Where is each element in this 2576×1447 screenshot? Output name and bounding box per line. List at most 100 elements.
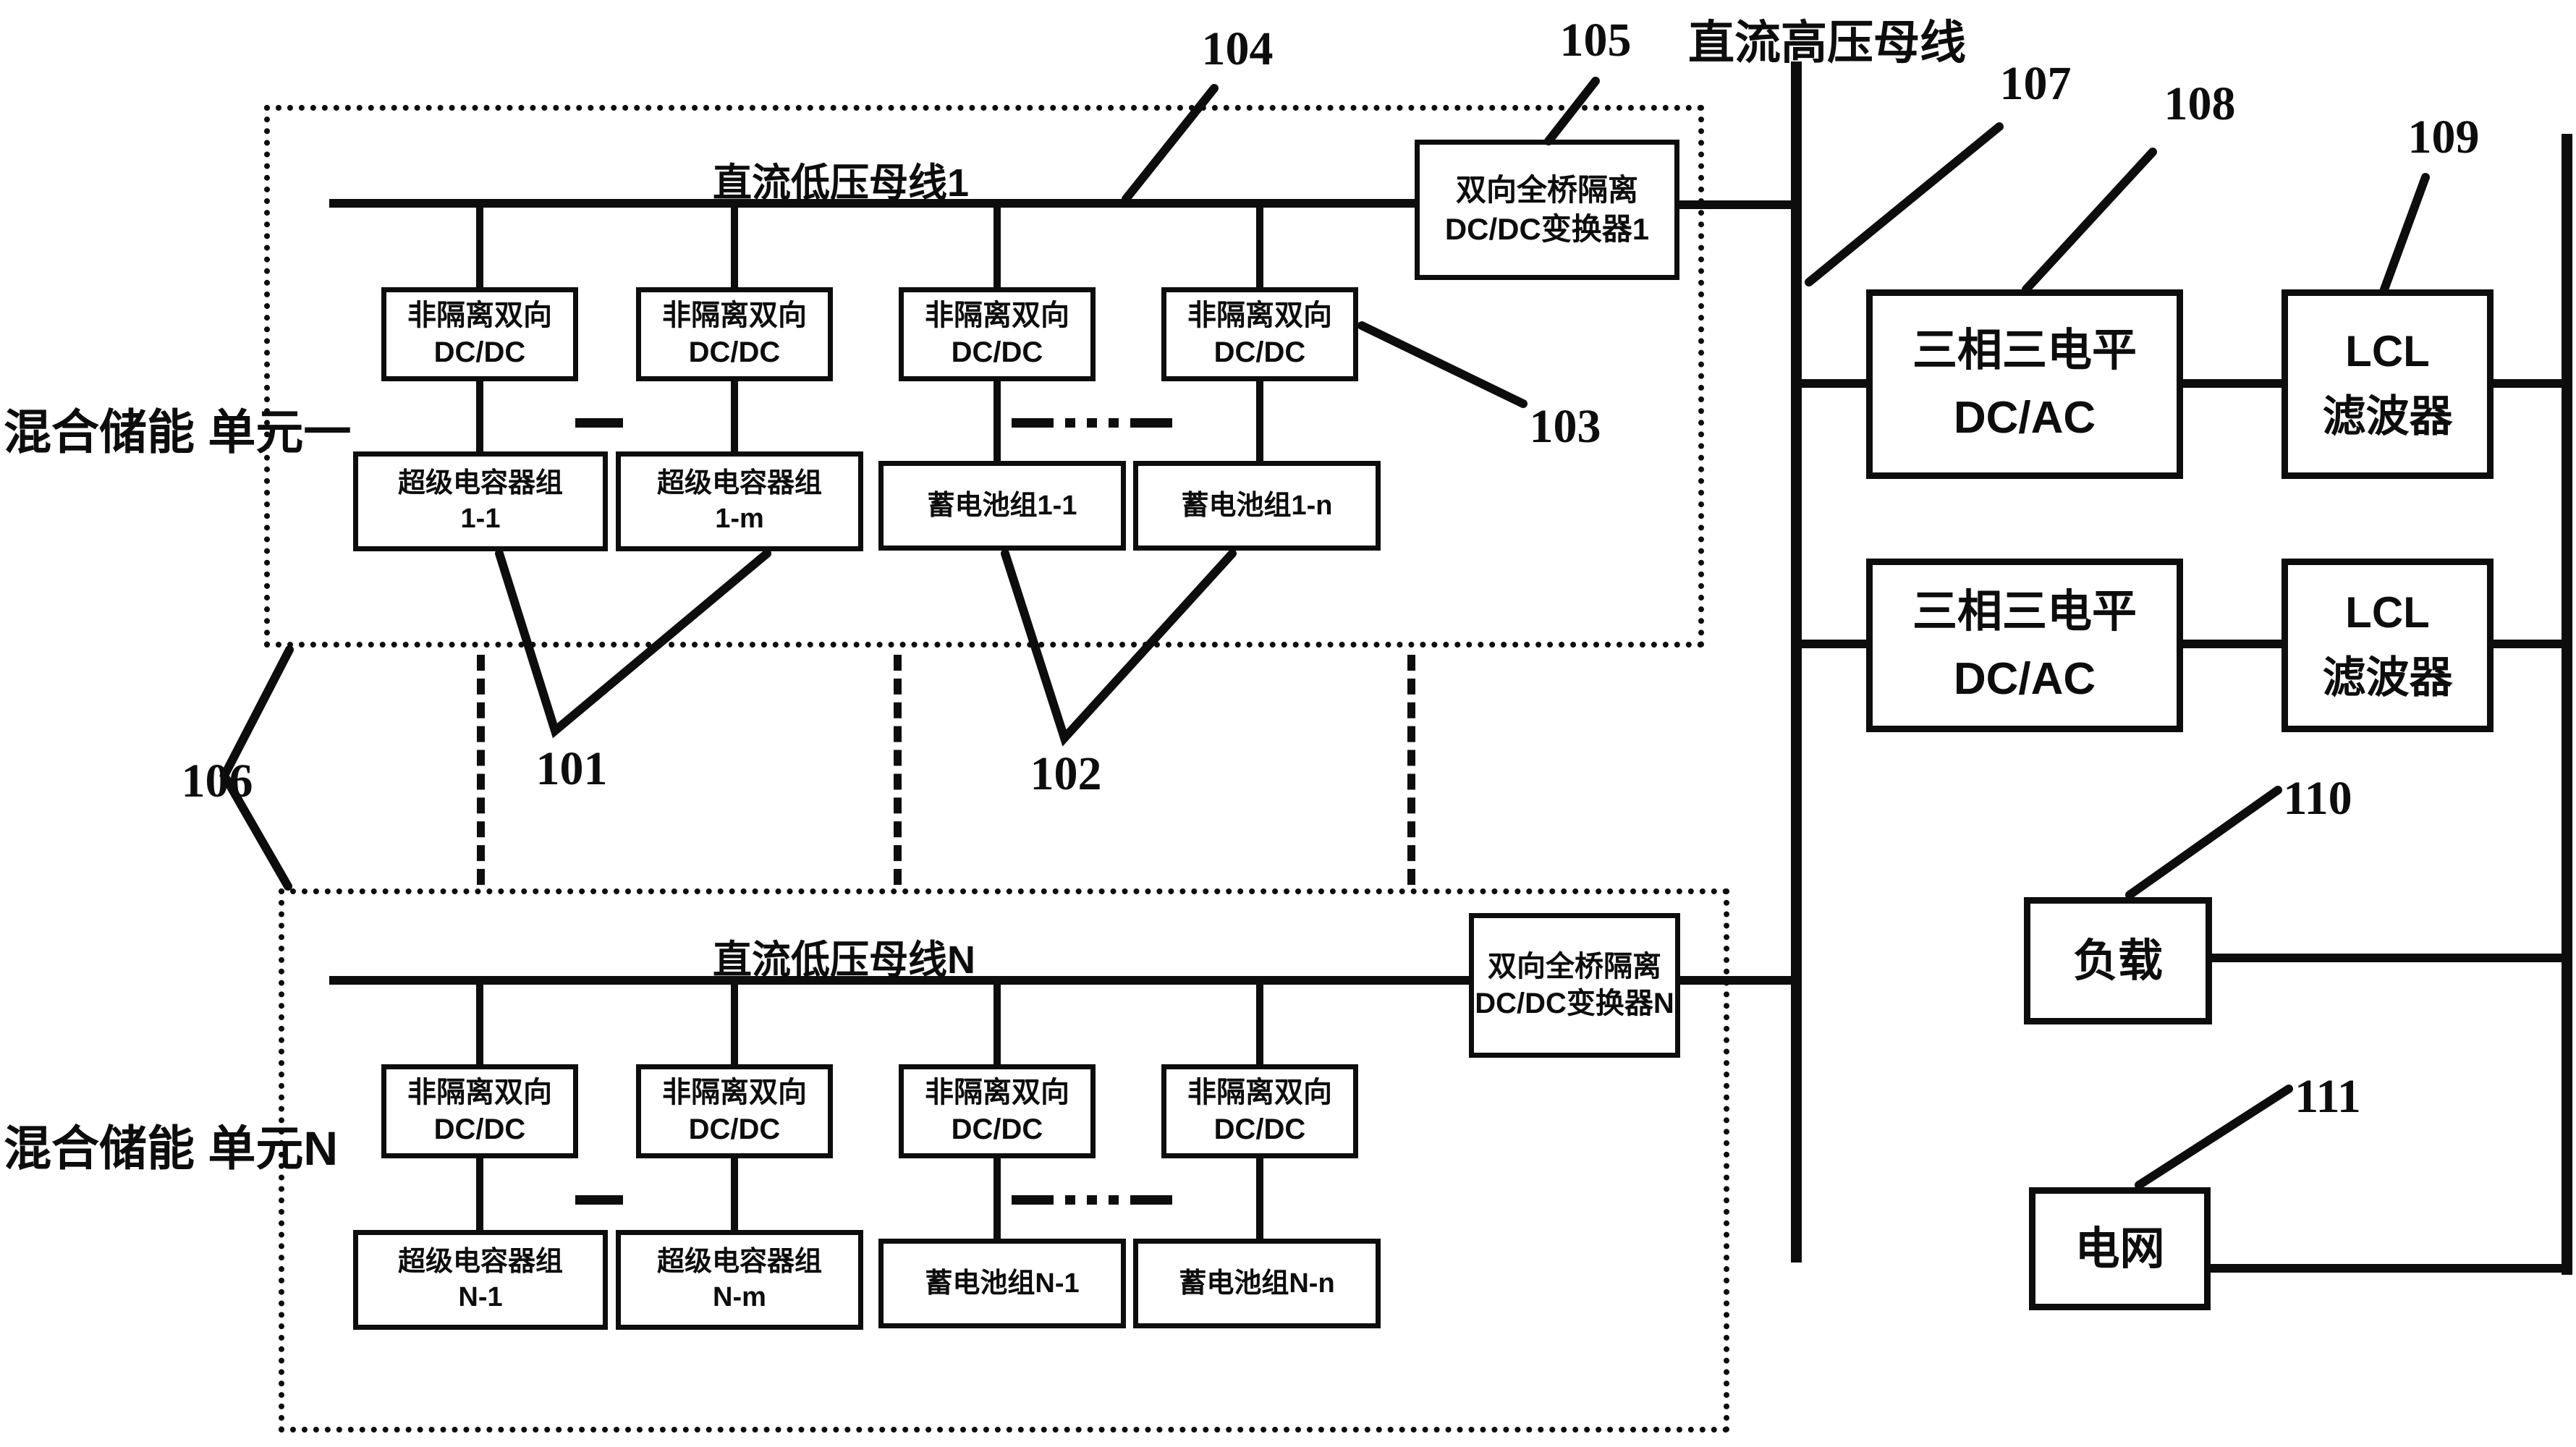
unit1-supercap1-line2: 1-1 [460,504,501,534]
unit1-supercap-box-2: 超级电容器组 1-m [616,451,863,551]
unit-continuation-dash-right [1407,655,1415,885]
ref-108: 108 [2164,77,2236,130]
unitN-supercap1-line1: 超级电容器组 [397,1247,563,1278]
unitN-storage-link-1 [476,1157,483,1231]
ref-105: 105 [1559,14,1632,67]
unit1-storage-link-4 [1256,380,1263,462]
unitN-dcdc4-line2: DC/DC [1213,1113,1306,1145]
unit1-bus-drop-1 [476,208,483,289]
unit1-battery-box-1: 蓄电池组1-1 [878,461,1126,551]
unit1-dcdc3-line1: 非隔离双向 [925,299,1069,331]
ref-107: 107 [1999,57,2072,110]
lcl1-line1: LCL [2345,327,2430,375]
grid-label: 电网 [2075,1223,2165,1274]
dcac-box-1: 三相三电平 DC/AC [1866,289,2183,479]
grid-to-acbus [2209,1264,2563,1273]
unit1-dcdc-box-4: 非隔离双向 DC/DC [1161,287,1358,381]
unit1-side-label: 混合储能 单元一 [4,398,351,467]
unit1-converter-to-hvbus [1677,200,1793,209]
unit-continuation-dash-left [477,655,485,885]
unit1-storage-link-3 [993,380,1001,462]
unitN-storage-link-4 [1256,1157,1263,1240]
unitN-supercap-box-2: 超级电容器组 N-m [616,1230,863,1330]
unit1-dashdot-dot-3 [1109,418,1119,428]
dcac2-line2: DC/AC [1953,654,2096,704]
ref-102: 102 [1030,747,1102,800]
unit1-ellipsis-dash [575,418,623,428]
unitN-supercap2-line1: 超级电容器组 [656,1247,822,1278]
unit1-battery-box-2: 蓄电池组1-n [1133,461,1381,551]
unitN-dashdot-dot-3 [1109,1195,1119,1205]
unitN-supercap2-line2: N-m [713,1282,766,1312]
lcl-box-2: LCL 滤波器 [2281,559,2494,732]
unitN-dcdc1-line2: DC/DC [433,1113,526,1145]
unit1-dcdc-box-2: 非隔离双向 DC/DC [636,287,833,381]
load-box: 负载 [2024,897,2212,1024]
leader-109 [2380,173,2430,294]
unitN-dcdc2-line1: 非隔离双向 [662,1076,807,1108]
unitN-supercap-box-1: 超级电容器组 N-1 [353,1230,608,1330]
unit1-dotted-border [264,105,1704,648]
unit1-dashdot-dash-left [1012,418,1054,428]
unit1-dcdc4-line1: 非隔离双向 [1187,299,1332,331]
unitN-dcdc-box-4: 非隔离双向 DC/DC [1161,1064,1358,1158]
load-to-acbus [2211,954,2563,962]
leader-108 [2022,148,2157,294]
ac-bus-line [2562,134,2572,1275]
lcl1-to-acbus [2492,379,2564,388]
unit1-dashdot-dot-2 [1087,418,1097,428]
ref-106: 106 [181,755,253,807]
dcac-box-2: 三相三电平 DC/AC [1866,559,2183,732]
unit1-bus-drop-3 [993,208,1001,289]
unitN-dcdc-box-2: 非隔离双向 DC/DC [636,1064,833,1158]
hvbus-to-dcac1 [1802,379,1868,388]
unitN-converter-line1: 双向全桥隔离 [1488,950,1661,983]
unitN-dashdot-dash-right [1130,1195,1172,1205]
unit1-storage-link-2 [731,380,738,453]
unitN-dashdot-dot-1 [1065,1195,1075,1205]
lcl2-line2: 滤波器 [2322,653,2453,702]
unit1-bus-drop-2 [731,208,738,289]
unitN-side-label-line2: 单元N [208,1121,339,1175]
unitN-dcdc3-line2: DC/DC [951,1113,1043,1145]
unitN-dcdc4-line1: 非隔离双向 [1187,1076,1332,1108]
unitN-dcdc3-line1: 非隔离双向 [925,1076,1069,1108]
dcac2-line1: 三相三电平 [1912,587,2137,637]
hvbus-to-dcac2 [1802,640,1868,648]
unitN-side-label: 混合储能 单元N [4,1114,338,1184]
dcac1-line1: 三相三电平 [1912,326,2137,375]
unitN-ellipsis-dash [575,1195,623,1205]
unitN-dotted-border [279,888,1729,1433]
unitN-bus-drop-3 [993,985,1001,1064]
unitN-bus-drop-1 [476,985,483,1064]
unitN-dcdc-box-3: 非隔离双向 DC/DC [899,1064,1096,1158]
unitN-storage-link-3 [993,1157,1001,1240]
unit1-battery1-label: 蓄电池组1-1 [927,490,1077,521]
unitN-lv-bus-line [329,976,1471,985]
ref-104: 104 [1201,22,1274,75]
unit1-dcdc1-line2: DC/DC [433,336,526,368]
unitN-battery-box-2: 蓄电池组N-n [1133,1239,1381,1328]
unit1-dcdc1-line1: 非隔离双向 [407,299,552,331]
lcl1-line2: 滤波器 [2322,392,2453,441]
unit-continuation-dash-middle [894,655,902,885]
unit1-storage-link-1 [476,380,483,453]
unit1-dcdc-box-1: 非隔离双向 DC/DC [381,287,578,381]
unit1-dcdc3-line2: DC/DC [951,336,1043,368]
grid-box: 电网 [2029,1187,2211,1310]
lcl2-to-acbus [2492,640,2564,648]
dcac2-to-lcl2 [2182,640,2283,648]
lcl-box-1: LCL 滤波器 [2281,289,2494,479]
unitN-dcdc1-line1: 非隔离双向 [407,1076,552,1108]
hv-bus-line [1791,61,1802,1263]
unitN-supercap1-line2: N-1 [458,1282,503,1312]
leader-107 [1805,122,2004,287]
unitN-lv-bus-label: 直流低压母线N [713,938,975,982]
unit1-dashdot-dot-1 [1065,418,1075,428]
unit1-dcdc4-line2: DC/DC [1213,336,1306,368]
unit1-converter-line2: DC/DC变换器1 [1444,212,1650,246]
unit1-supercap2-line2: 1-m [715,504,764,534]
ref-110: 110 [2283,772,2352,825]
unit1-supercap2-line1: 超级电容器组 [656,468,822,499]
unit1-dcdc2-line1: 非隔离双向 [662,299,807,331]
